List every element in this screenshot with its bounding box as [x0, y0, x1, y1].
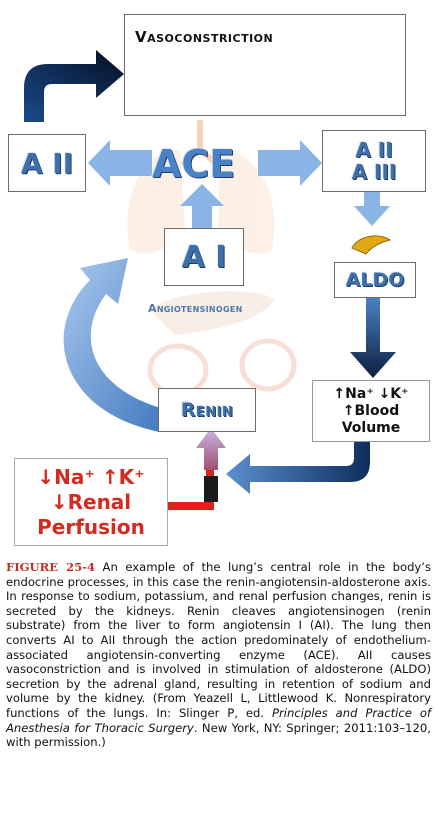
renal-line1: ↓Na⁺ ↑K⁺	[37, 464, 145, 489]
angiotensinogen-label: Angiotensinogen	[148, 302, 243, 315]
caption-text-italic: Principles and Practice of Anesthesia fo…	[6, 705, 431, 735]
adrenal-gland-icon	[351, 235, 392, 255]
raas-diagram: Vasoconstriction A II ACE A II A III A I…	[8, 14, 430, 546]
arrow-to-vasoconstriction	[24, 50, 124, 122]
blood-line2: ↑Blood	[342, 402, 400, 419]
renal-line3: Perfusion	[37, 514, 145, 539]
a1-label: A I	[181, 239, 227, 275]
arrow-renin-loop	[63, 258, 168, 432]
a2-left-box: A II	[8, 134, 86, 192]
caption-text-1: An example of the lung’s central role in…	[6, 560, 432, 720]
caption-label: FIGURE 25-4	[6, 560, 96, 574]
arrow-ace-to-a2-right	[258, 140, 322, 186]
caption-text-2: . New York, NY: Springer; 2011:103–120, …	[6, 720, 431, 750]
a2-right-label: A II	[355, 138, 393, 162]
ace-label: ACE	[152, 142, 236, 186]
arrow-aldo-to-blood	[350, 297, 396, 378]
blood-volume-box: ↑Na⁺ ↓K⁺ ↑Blood Volume	[312, 380, 430, 442]
arrow-blood-to-renin	[226, 440, 370, 494]
a2-a3-right-box: A II A III	[322, 130, 426, 192]
arrow-a3-to-adrenal	[354, 190, 390, 226]
aldo-label: ALDO	[345, 269, 405, 291]
vasoconstriction-box: Vasoconstriction	[124, 14, 406, 116]
renin-stem-connector	[204, 476, 218, 502]
renal-line2: ↓Renal	[50, 489, 132, 514]
renin-box: Renin	[158, 388, 256, 432]
a1-box: A I	[164, 228, 244, 286]
renal-signal-line	[168, 468, 214, 510]
arrow-a1-to-ace	[180, 184, 224, 228]
a3-right-label: A III	[351, 160, 397, 184]
a2-left-label: A II	[20, 146, 74, 180]
aldo-box: ALDO	[334, 262, 416, 298]
figure-caption: FIGURE 25-4 An example of the lung’s cen…	[6, 560, 431, 750]
renal-perfusion-box: ↓Na⁺ ↑K⁺ ↓Renal Perfusion	[14, 458, 168, 546]
arrow-ace-to-a2-left	[88, 140, 152, 186]
blood-line1: ↑Na⁺ ↓K⁺	[333, 385, 409, 402]
renin-label: Renin	[180, 399, 234, 421]
vasoconstriction-label: Vasoconstriction	[135, 28, 274, 46]
diagram-canvas	[24, 24, 396, 510]
blood-line3: Volume	[341, 419, 401, 436]
arrow-up-to-renin	[196, 428, 226, 470]
